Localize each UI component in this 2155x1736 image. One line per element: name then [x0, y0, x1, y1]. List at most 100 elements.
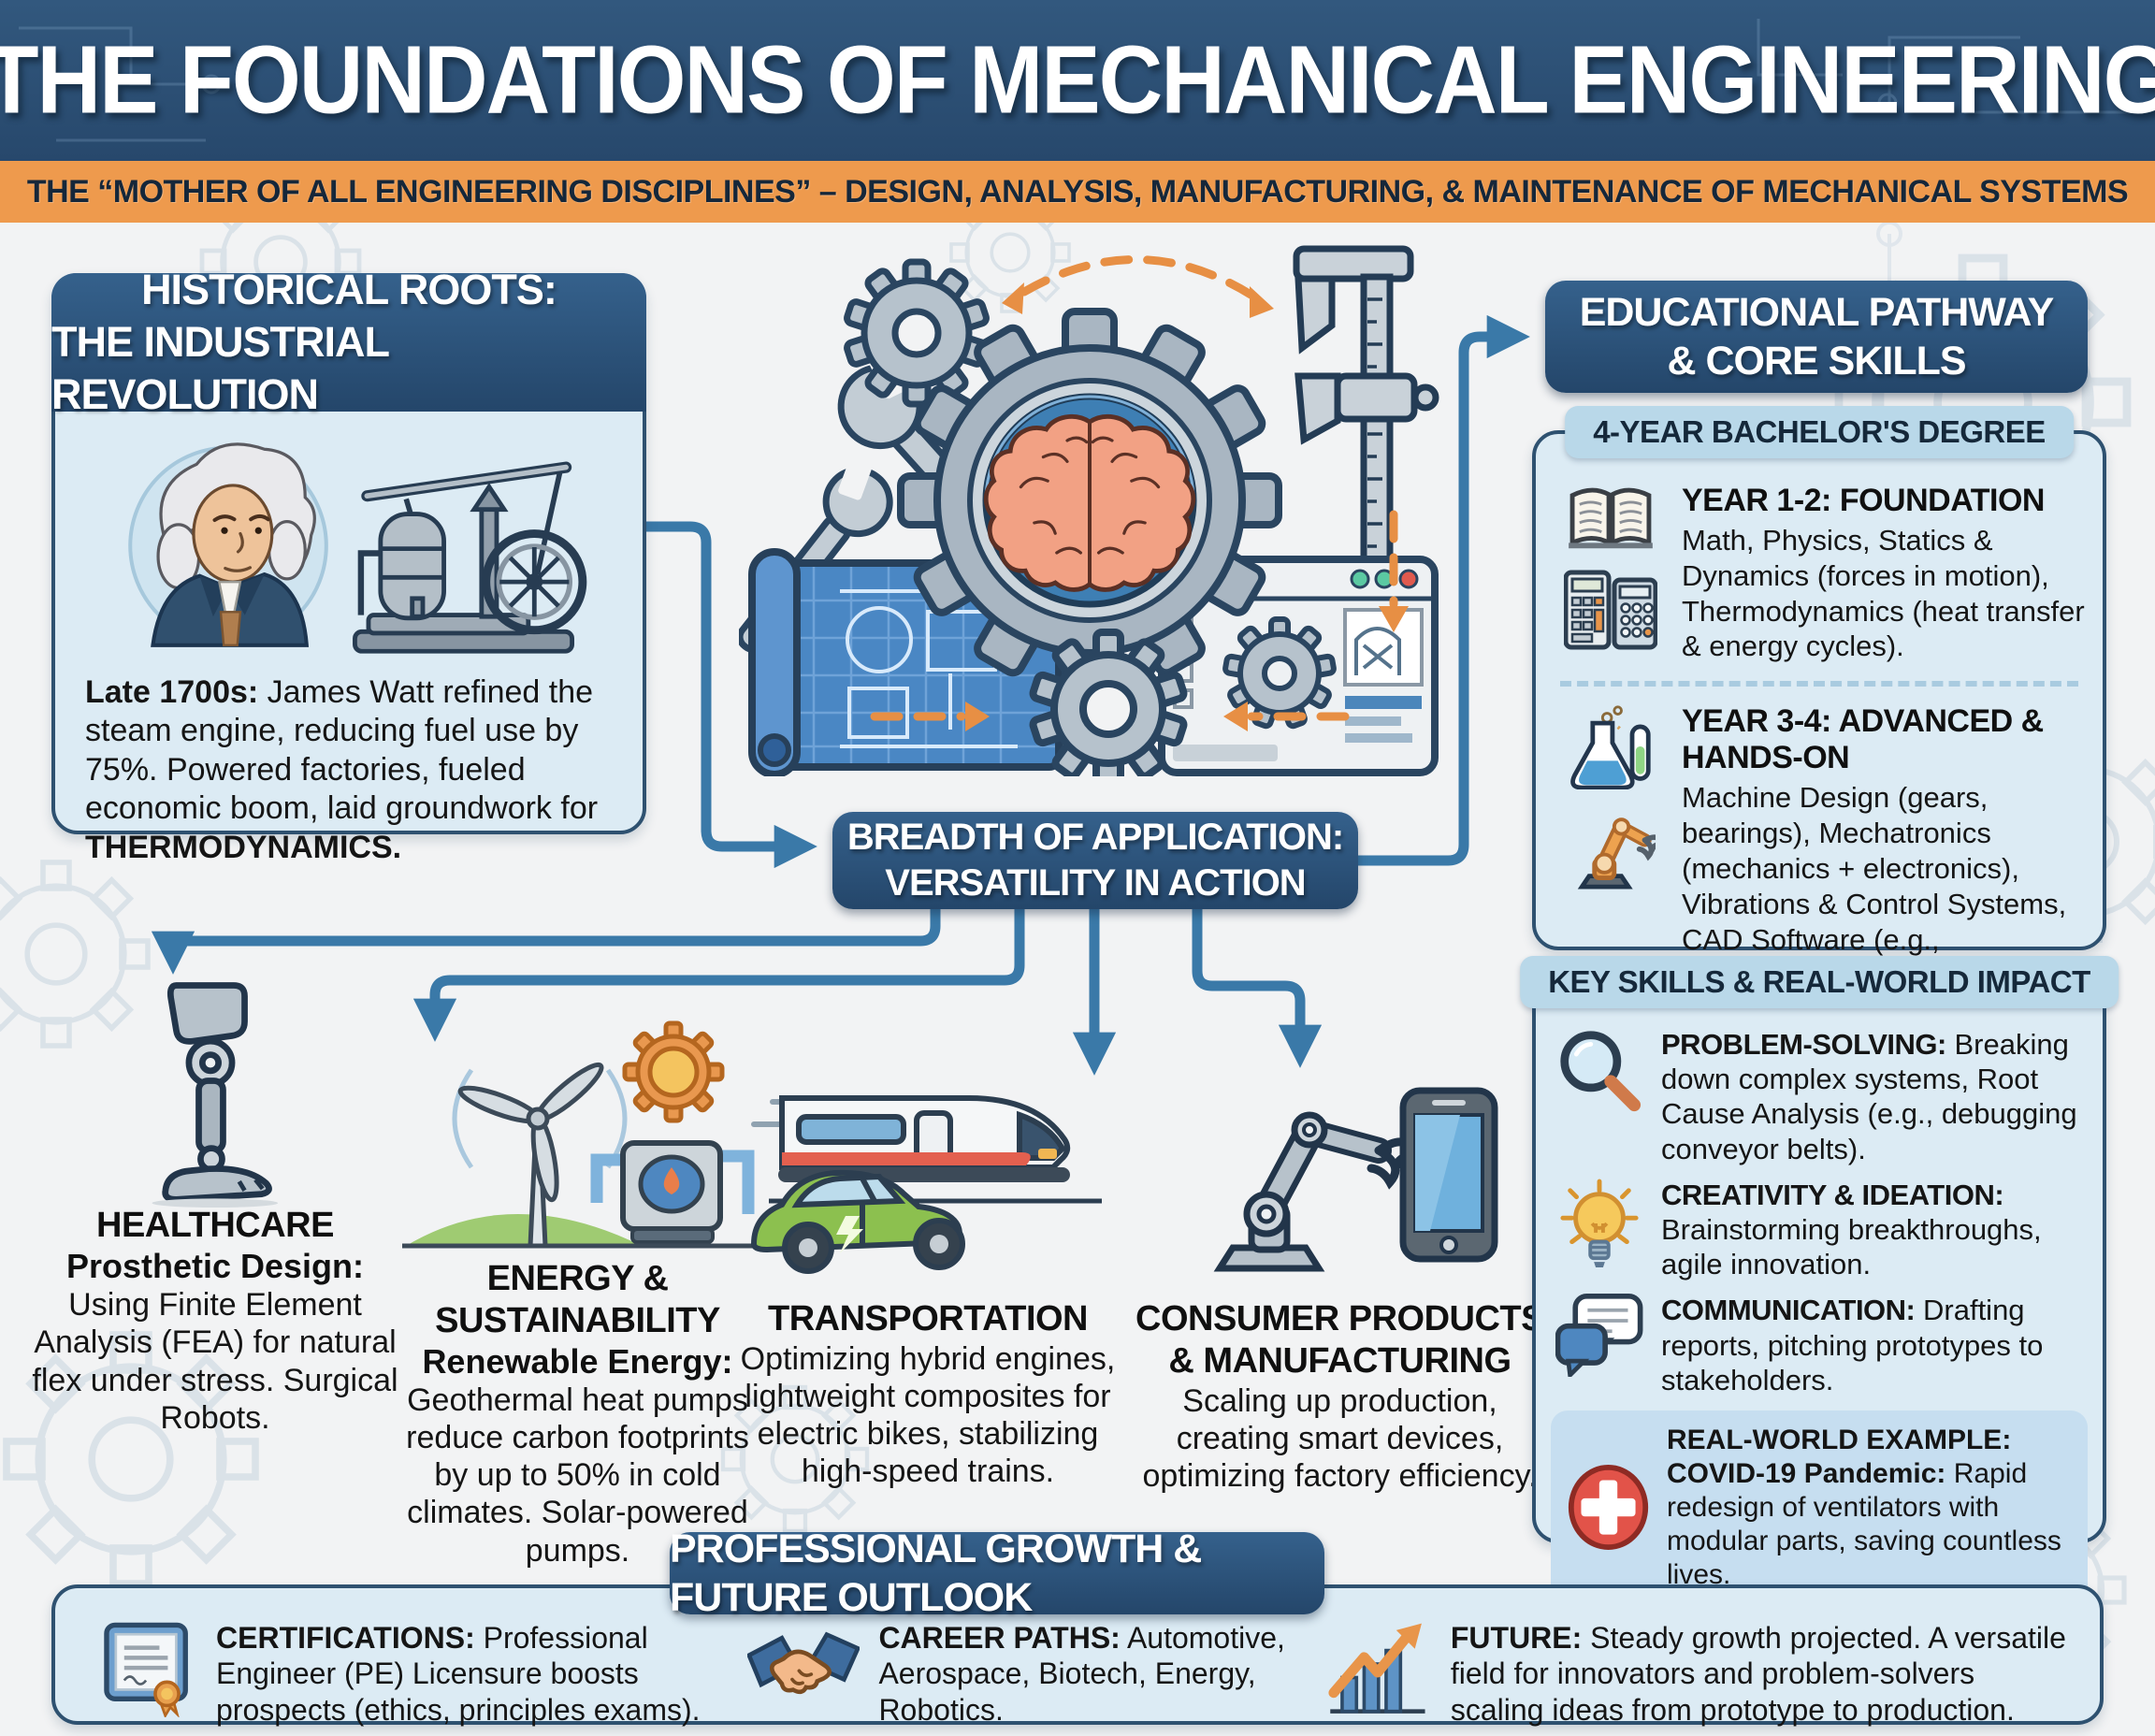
subtitle-banner: THE “MOTHER OF ALL ENGINEERING DISCIPLIN…: [0, 161, 2155, 223]
year-3-4-row: YEAR 3-4: ADVANCED & HANDS-ON Machine De…: [1536, 703, 2103, 992]
steam-engine-icon: [353, 461, 587, 654]
connector-to-healthcare: [151, 909, 941, 975]
title-circuit-decoration: [19, 19, 2133, 142]
breadth-line1: BREADTH OF APPLICATION:: [846, 817, 1344, 859]
train-icon: [769, 1095, 1102, 1204]
example-title: REAL-WORLD EXAMPLE:: [1667, 1424, 2012, 1455]
app-consumer-title: CONSUMER PRODUCTS & MANUFACTURING: [1135, 1299, 1544, 1381]
degree-badge: 4-YEAR BACHELOR'S DEGREE: [1565, 406, 2074, 458]
footer-career-paths: CAREER PATHS: Automotive, Aerospace, Bio…: [747, 1620, 1296, 1728]
app-healthcare-subtitle: Prosthetic Design:: [65, 1246, 365, 1285]
app-consumer-body: Scaling up production, creating smart de…: [1142, 1382, 1538, 1494]
historical-strong: THERMODYNAMICS.: [85, 829, 402, 865]
future-body: Steady growth projected. A versatile fie…: [1450, 1621, 2066, 1727]
skill-problem-body: Breaking down complex systems, Root Caus…: [1661, 1028, 2077, 1165]
certifications-body: Professional Engineer (PE) Licensure boo…: [216, 1621, 701, 1727]
degree-divider: [1560, 681, 2078, 687]
certificate-icon: [104, 1622, 188, 1717]
education-header: EDUCATIONAL PATHWAY & CORE SKILLS: [1545, 281, 2088, 393]
sun-gear-icon: [622, 1020, 725, 1123]
historical-header-line1: HISTORICAL ROOTS:: [141, 265, 557, 313]
handshake-icon: [747, 1631, 861, 1695]
year-1-2-title: YEAR 1-2: FOUNDATION: [1682, 483, 2045, 518]
robot-arm-phone-icon: [1213, 1087, 1498, 1272]
education-header-line2: & CORE SKILLS: [1667, 339, 1966, 383]
footer-future: FUTURE: Steady growth projected. A versa…: [1322, 1620, 2068, 1728]
connector-to-energy: [412, 909, 1025, 1042]
medical-cross-icon: [1568, 1464, 1649, 1550]
title-banner: THE FOUNDATIONS OF MECHANICAL ENGINEERIN…: [0, 0, 2155, 161]
historical-body: Late 1700s: James Watt refined the steam…: [55, 668, 643, 867]
small-gear-icon: [846, 262, 988, 404]
footer-certifications: CERTIFICATIONS: Professional Engineer (P…: [96, 1620, 723, 1728]
key-skills-card: KEY SKILLS & REAL-WORLD IMPACT PROBLEM-S…: [1520, 956, 2119, 1605]
skill-communication: COMMUNICATION: Drafting reports, pitchin…: [1536, 1293, 2103, 1397]
app-transportation-title: TRANSPORTATION: [767, 1299, 1089, 1338]
app-transportation-body: Optimizing hybrid engines, lightweight c…: [740, 1340, 1116, 1490]
growth-chart-icon: [1328, 1623, 1425, 1714]
skill-problem-lead: PROBLEM-SOLVING:: [1661, 1028, 1946, 1061]
skill-communication-lead: COMMUNICATION:: [1661, 1294, 1916, 1327]
breadth-line2: VERSATILITY IN ACTION: [885, 862, 1306, 904]
app-energy-title: ENERGY & SUSTAINABILITY: [435, 1259, 720, 1340]
historical-roots-card: HISTORICAL ROOTS: THE INDUSTRIAL REVOLUT…: [51, 266, 646, 865]
robot-arm-small-icon: [1577, 817, 1656, 890]
skill-creativity-body: Brainstorming breakthroughs, agile innov…: [1661, 1212, 2042, 1281]
skill-communication-body: Drafting reports, pitching prototypes to…: [1661, 1294, 2044, 1396]
central-illustration: [739, 245, 1439, 776]
footer-card: CERTIFICATIONS: Professional Engineer (P…: [51, 1584, 2104, 1728]
prosthetic-leg-icon: [152, 982, 279, 1208]
app-healthcare: HEALTHCARE Prosthetic Design: Using Fini…: [28, 1205, 402, 1437]
james-watt-portrait: [128, 442, 328, 647]
page-subtitle: THE “MOTHER OF ALL ENGINEERING DISCIPLIN…: [26, 173, 2129, 210]
career-paths-lead: CAREER PATHS:: [878, 1621, 1121, 1655]
book-icon: [1569, 487, 1653, 549]
historical-roots-header: HISTORICAL ROOTS: THE INDUSTRIAL REVOLUT…: [51, 266, 646, 418]
app-energy: ENERGY & SUSTAINABILITY Renewable Energy…: [388, 1258, 767, 1570]
smartphone-icon: [1399, 1087, 1498, 1263]
example-body: Rapid redesign of ventilators with modul…: [1667, 1457, 2061, 1590]
heat-pump-icon: [590, 1140, 755, 1244]
certifications-lead: CERTIFICATIONS:: [216, 1621, 475, 1655]
robot-arm-icon: [1213, 1111, 1421, 1272]
electric-car-icon: [750, 1169, 965, 1274]
gear-brain-icon: [901, 311, 1279, 689]
page-title: THE FOUNDATIONS OF MECHANICAL ENGINEERIN…: [0, 26, 2155, 134]
skill-creativity: CREATIVITY & IDEATION: Brainstorming bre…: [1536, 1178, 2103, 1282]
career-paths-body: Automotive, Aerospace, Biotech, Energy, …: [878, 1621, 1285, 1727]
process-arrows-icon: [870, 254, 1409, 731]
breadth-of-application-box: BREADTH OF APPLICATION: VERSATILITY IN A…: [832, 812, 1358, 909]
historical-text: James Watt refined the steam engine, red…: [85, 674, 599, 827]
year-1-2-body: Math, Physics, Statics & Dynamics (force…: [1682, 524, 2085, 663]
connector-breadth-to-education: [1358, 314, 1530, 866]
app-energy-subtitle: Renewable Energy:: [422, 1341, 733, 1381]
chat-icon: [1555, 1294, 1642, 1378]
app-energy-body: Geothermal heat pumps reduce carbon foot…: [406, 1382, 749, 1569]
app-transportation: TRANSPORTATION Optimizing hybrid engines…: [731, 1298, 1124, 1490]
skill-creativity-lead: CREATIVITY & IDEATION:: [1661, 1178, 2004, 1211]
future-lead: FUTURE:: [1450, 1621, 1583, 1655]
lightbulb-icon: [1560, 1179, 1639, 1267]
connector-to-consumer: [1192, 909, 1323, 1068]
year-3-4-title: YEAR 3-4: ADVANCED & HANDS-ON: [1682, 703, 2044, 776]
historical-header-line2: THE INDUSTRIAL REVOLUTION: [51, 317, 389, 419]
degree-card: 4-YEAR BACHELOR'S DEGREE: [1532, 406, 2106, 991]
skill-problem-solving: PROBLEM-SOLVING: Breaking down complex s…: [1536, 1027, 2103, 1166]
example-lead: COVID-19 Pandemic:: [1667, 1457, 1946, 1489]
year-1-2-row: YEAR 1-2: FOUNDATION Math, Physics, Stat…: [1536, 483, 2103, 664]
historical-illustration: [128, 442, 587, 654]
wind-turbine-icon: [402, 1020, 758, 1249]
footer-banner-text: PROFESSIONAL GROWTH & FUTURE OUTLOOK: [670, 1526, 1202, 1620]
train-car-icon: [750, 1095, 1102, 1274]
app-healthcare-body: Using Finite Element Analysis (FEA) for …: [32, 1287, 398, 1436]
key-skills-badge: KEY SKILLS & REAL-WORLD IMPACT: [1520, 956, 2119, 1008]
real-world-example-box: REAL-WORLD EXAMPLE: COVID-19 Pandemic: R…: [1551, 1410, 2088, 1605]
footer-banner: PROFESSIONAL GROWTH & FUTURE OUTLOOK: [670, 1526, 1324, 1620]
flask-icon: [1570, 705, 1651, 790]
brain-icon: [983, 413, 1196, 592]
education-header-line1: EDUCATIONAL PATHWAY: [1579, 289, 2055, 335]
app-healthcare-title: HEALTHCARE: [96, 1206, 334, 1245]
app-consumer: CONSUMER PRODUCTS & MANUFACTURING Scalin…: [1127, 1298, 1553, 1495]
